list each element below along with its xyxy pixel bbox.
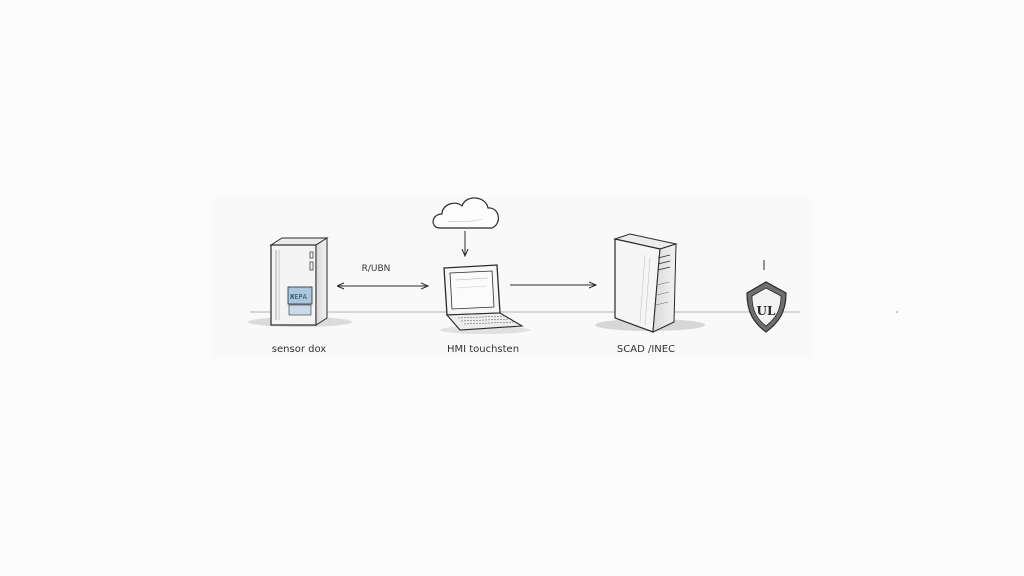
server-tower-icon	[595, 233, 705, 333]
speck	[896, 311, 898, 313]
sensor-box-icon	[248, 237, 352, 327]
link-label: R/UBN	[362, 264, 391, 274]
scada-label: SCAD /INEC	[617, 344, 675, 355]
hmi-label: HMI touchsten	[447, 344, 519, 355]
sensor-box-label: sensor dox	[272, 344, 326, 355]
shield-emblem: UL	[757, 304, 776, 318]
laptop-icon	[440, 264, 530, 334]
cloud-icon	[432, 197, 499, 229]
sensor-panel-text: ЖЕРА	[290, 293, 308, 301]
shield-icon	[746, 281, 787, 333]
